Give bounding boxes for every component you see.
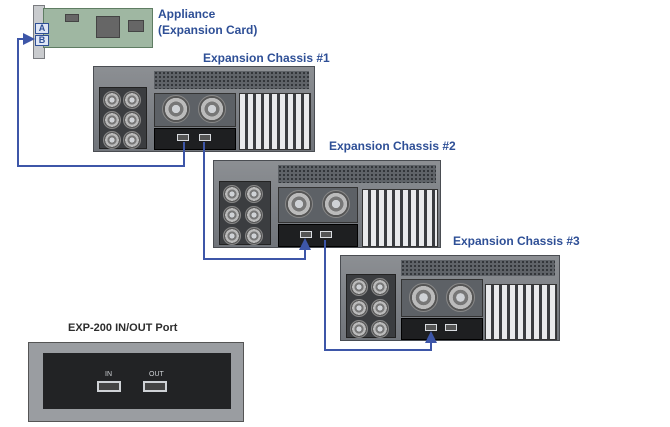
expansion-chassis-3: [340, 255, 560, 341]
exp-port-panel: [154, 128, 236, 150]
expansion-chassis-1: [93, 66, 315, 152]
out-port: [445, 324, 457, 331]
cooling-fan: [198, 95, 226, 123]
chassis-3-label: Expansion Chassis #3: [453, 234, 580, 248]
cooling-fan: [162, 95, 190, 123]
pcie-slots: [362, 189, 438, 247]
port-detail-image: IN OUT: [28, 342, 244, 422]
port-detail-panel: [43, 353, 231, 409]
in-port: [425, 324, 437, 331]
psu-fan: [123, 91, 141, 109]
cable-card-to-chassis-1: [17, 33, 185, 167]
cable-chassis-2-to-chassis-3: [324, 240, 437, 351]
cooling-fan: [446, 283, 475, 312]
psu-fan: [123, 111, 141, 129]
appliance-title: Appliance: [158, 7, 216, 21]
out-port-label: OUT: [149, 371, 164, 378]
cable-chassis-1-to-chassis-2: [203, 142, 311, 260]
psu-fan: [223, 206, 241, 224]
expansion-chassis-2: [213, 160, 441, 248]
out-port: [320, 231, 332, 238]
psu-fan: [371, 278, 389, 296]
psu-fan: [223, 227, 241, 245]
psu-fan: [371, 320, 389, 338]
psu-fan: [371, 299, 389, 317]
card-chip-small: [65, 14, 79, 22]
cooling-fan: [285, 190, 313, 218]
in-port-label: IN: [105, 371, 112, 378]
psu-fan: [103, 91, 121, 109]
psu-fan: [103, 131, 121, 149]
card-chip: [96, 16, 120, 38]
card-port-a: A: [35, 23, 49, 34]
psu-fan: [350, 299, 368, 317]
vent-mesh: [278, 165, 436, 183]
in-port: [177, 134, 189, 141]
out-port-detail: [143, 381, 167, 392]
in-port-detail: [97, 381, 121, 392]
chassis-2-label: Expansion Chassis #2: [329, 139, 456, 153]
appliance-subtitle: (Expansion Card): [158, 23, 258, 37]
cooling-fan: [322, 190, 350, 218]
pcie-slots: [485, 284, 557, 340]
out-port: [199, 134, 211, 141]
psu-fan: [103, 111, 121, 129]
psu-fan: [123, 131, 141, 149]
in-port: [300, 231, 312, 238]
exp-port-panel: [401, 318, 483, 340]
exp-port-panel: [278, 224, 358, 247]
psu-fan: [245, 206, 263, 224]
chassis-1-label: Expansion Chassis #1: [203, 51, 330, 65]
pcie-slots: [239, 93, 311, 150]
cooling-fan: [409, 283, 438, 312]
vent-mesh: [154, 71, 309, 89]
vent-mesh: [401, 260, 555, 276]
port-detail-title: EXP-200 IN/OUT Port: [68, 322, 178, 334]
card-port-b: B: [35, 35, 49, 46]
psu-fan: [350, 278, 368, 296]
psu-fan: [245, 185, 263, 203]
card-chip-small: [128, 20, 144, 32]
psu-fan: [245, 227, 263, 245]
psu-fan: [350, 320, 368, 338]
psu-fan: [223, 185, 241, 203]
